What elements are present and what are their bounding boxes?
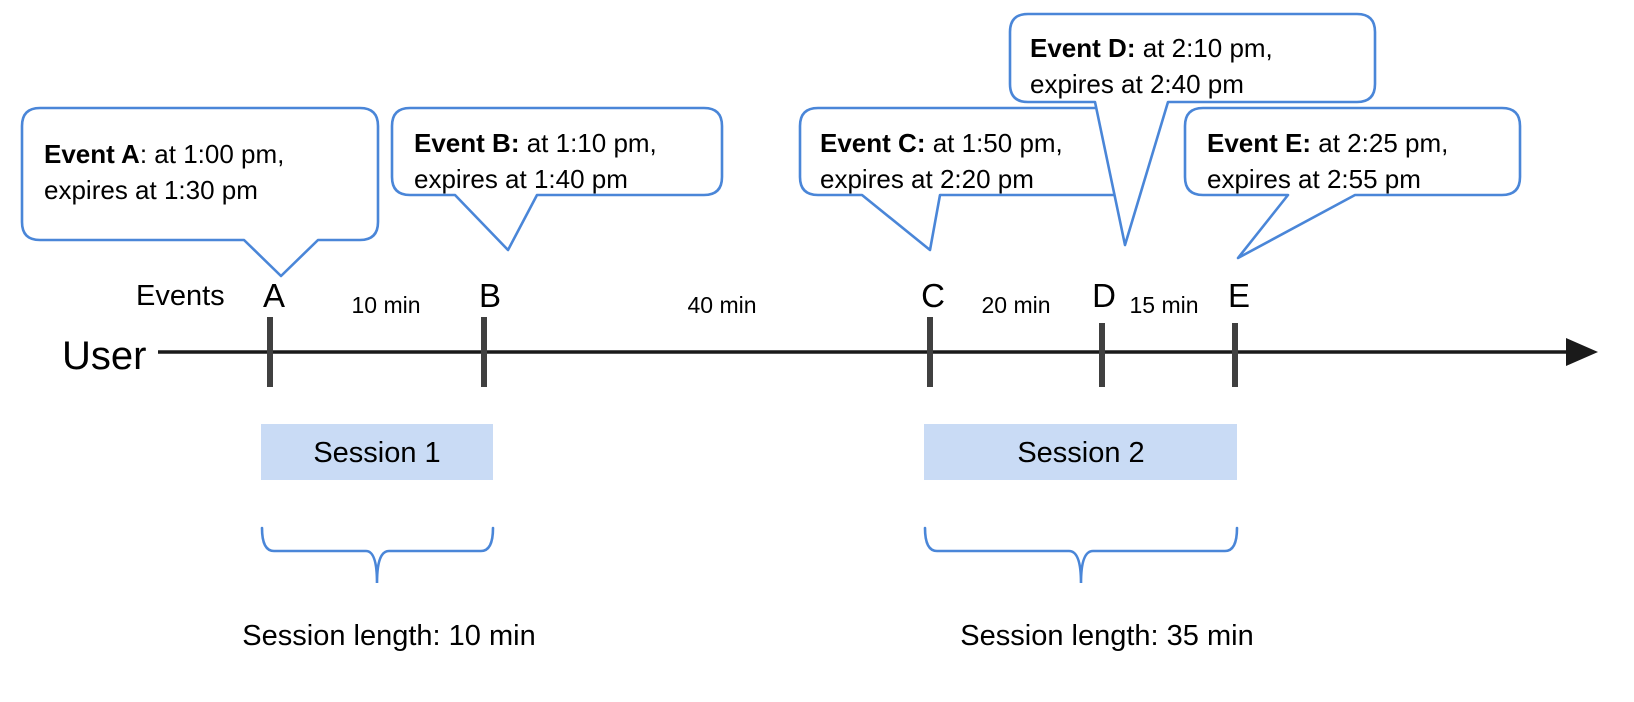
callout-event-a-shape [20,106,380,278]
callout-event-e-shape [1183,106,1522,260]
callout-event-d-line2: expires at 2:40 pm [1030,69,1244,99]
callout-event-b-sep: : [511,128,520,158]
events-row-label: Events [136,280,225,312]
callout-event-d-text: Event D: at 2:10 pm, expires at 2:40 pm [1030,33,1280,99]
callout-event-e-sep: : [1302,128,1311,158]
tick-label-a: A [263,277,285,314]
session-1-label: Session 1 [313,437,440,469]
interval-label-c-d: 20 min [981,292,1050,318]
session-1-brace [260,526,495,584]
callout-event-c[interactable]: Event C: at 1:50 pm, expires at 2:20 pm [798,106,1137,252]
callout-event-c-line2: expires at 2:20 pm [820,164,1034,194]
session-2-caption: Session length: 35 min [960,620,1253,652]
user-row-label: User [62,334,146,378]
callout-event-a-lead: Event A [44,139,140,169]
callout-event-c-text: Event C: at 1:50 pm, expires at 2:20 pm [820,128,1070,194]
callout-event-c-line1: at 1:50 pm, [925,128,1062,158]
callout-event-d-lead: Event D [1030,33,1127,63]
interval-label-a-b: 10 min [351,292,420,318]
callout-event-d-sep: : [1127,33,1136,63]
callout-event-d[interactable]: Event D: at 2:10 pm, expires at 2:40 pm [1008,12,1377,247]
session-1-caption: Session length: 10 min [242,620,535,652]
tick-label-c: C [921,277,945,314]
callout-event-b[interactable]: Event B: at 1:10 pm, expires at 1:40 pm [390,106,724,252]
callout-event-e-text: Event E: at 2:25 pm, expires at 2:55 pm [1207,128,1456,194]
callout-event-e-lead: Event E [1207,128,1302,158]
callout-event-b-shape [390,106,724,252]
callout-event-b-line2: expires at 1:40 pm [414,164,628,194]
tick-label-d: D [1092,277,1116,314]
callout-event-b-line1: at 1:10 pm, [519,128,656,158]
timeline-arrow-icon [1566,338,1598,366]
session-2-brace [923,526,1239,584]
callout-event-c-sep: : [917,128,926,158]
session-2-bar [924,424,1237,480]
interval-label-d-e: 15 min [1129,292,1198,318]
session-1-bar [261,424,493,480]
callout-event-b-text: Event B: at 1:10 pm, expires at 1:40 pm [414,128,664,194]
callout-event-a-line1: at 1:00 pm, [147,139,284,169]
callout-event-e[interactable]: Event E: at 2:25 pm, expires at 2:55 pm [1183,106,1522,260]
callout-event-a-line2: expires at 1:30 pm [44,175,258,205]
callout-event-a-sep: : [140,139,147,169]
tick-label-e: E [1228,277,1250,314]
callout-event-a[interactable]: Event A: at 1:00 pm, expires at 1:30 pm [20,106,380,278]
session-1-group[interactable]: Session 1 [261,424,493,480]
callout-event-e-line2: expires at 2:55 pm [1207,164,1421,194]
session-2-label: Session 2 [1017,437,1144,469]
interval-label-b-c: 40 min [687,292,756,318]
tick-label-b: B [479,277,501,314]
callout-event-b-lead: Event B [414,128,511,158]
callout-event-a-text: Event A: at 1:00 pm, expires at 1:30 pm [44,139,292,205]
callout-event-e-line1: at 2:25 pm, [1311,128,1448,158]
callout-event-d-line1: at 2:10 pm, [1135,33,1272,63]
callout-event-d-shape [1008,12,1377,247]
session-2-group[interactable]: Session 2 [924,424,1237,480]
callout-event-c-lead: Event C [820,128,917,158]
